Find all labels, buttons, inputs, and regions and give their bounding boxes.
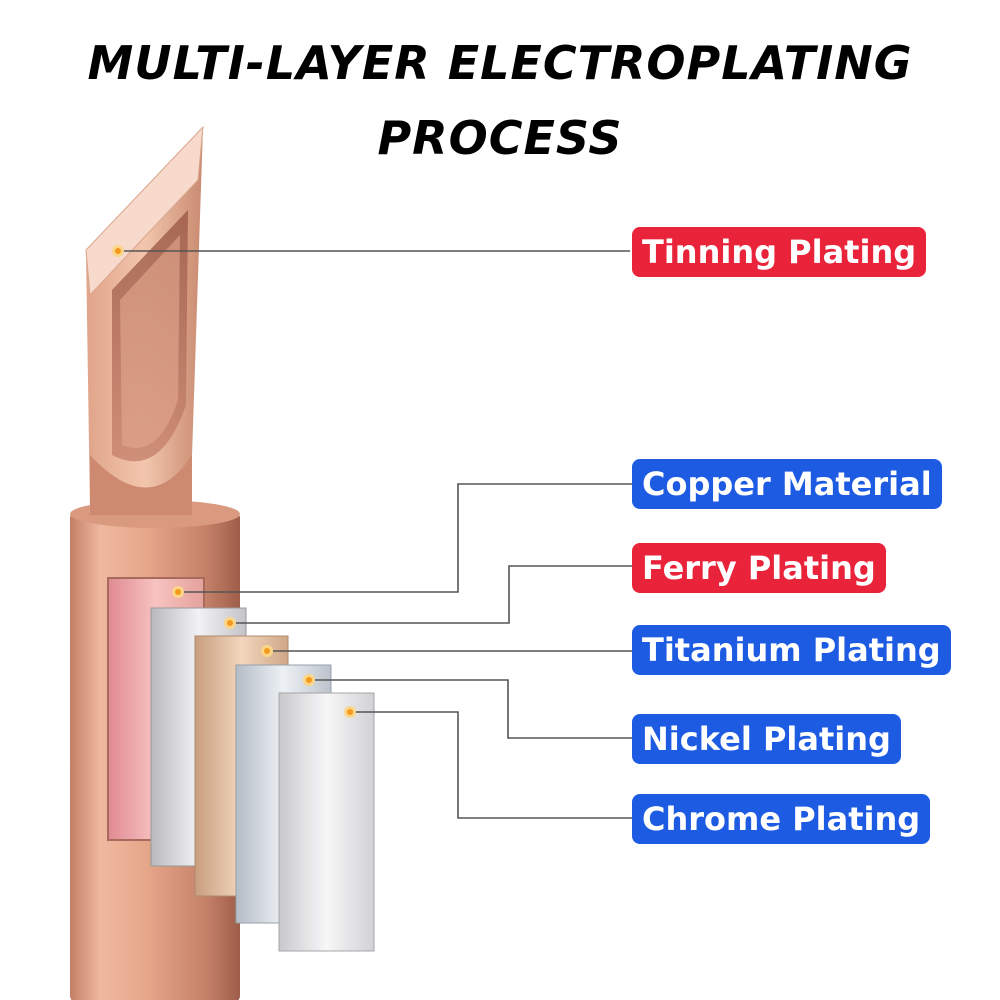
tip-scoop-highlight [120, 235, 180, 448]
leader-line-nickel [309, 679, 632, 739]
label-titanium-plating: Titanium Plating [632, 625, 951, 675]
label-copper-material: Copper Material [632, 459, 942, 509]
chrome-plating-layer [278, 692, 375, 952]
label-chrome-plating: Chrome Plating [632, 794, 931, 844]
leader-line-chrome [350, 711, 632, 819]
title-line-2: PROCESS [377, 111, 623, 165]
label-ferry-plating: Ferry Plating [632, 543, 886, 593]
leader-line-copper [178, 483, 632, 593]
marker-dot-copper-core [175, 589, 181, 595]
leader-line-ferry [230, 565, 632, 624]
marker-dot-titanium-core [264, 648, 270, 654]
marker-dot-nickel-core [306, 677, 312, 683]
marker-dot-ferry-core [227, 620, 233, 626]
title-line-1: MULTI-LAYER ELECTROPLATING [87, 36, 913, 90]
tip-neck [90, 455, 192, 515]
label-nickel-plating: Nickel Plating [632, 714, 901, 764]
marker-dot-tinning-core [115, 248, 121, 254]
marker-dot-chrome-core [347, 709, 353, 715]
label-tinning-plating: Tinning Plating [632, 227, 927, 277]
